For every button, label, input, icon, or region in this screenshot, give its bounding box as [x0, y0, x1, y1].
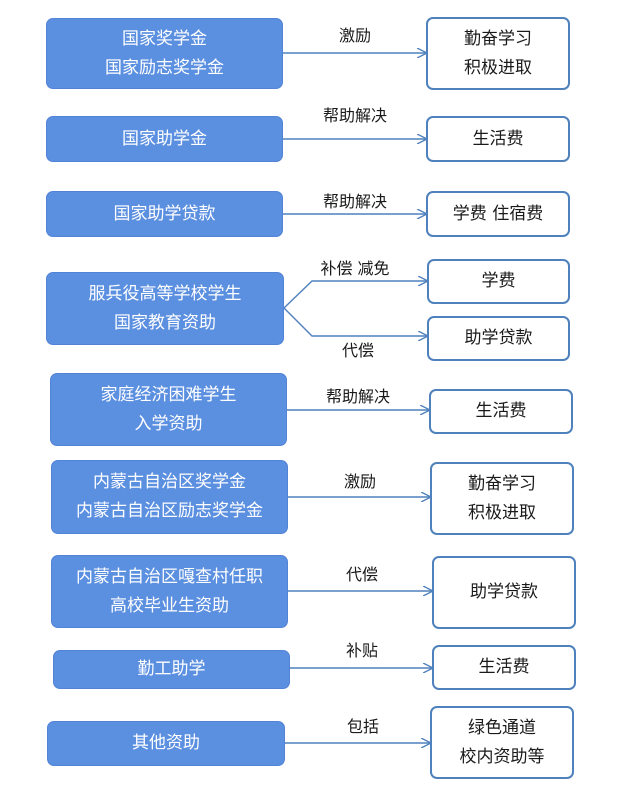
source-line: 家庭经济困难学生	[100, 384, 237, 405]
source-line: 国家助学金	[122, 128, 207, 149]
target-line: 助学贷款	[464, 328, 533, 348]
source-line: 入学资助	[134, 413, 203, 434]
target-box: 绿色通道 校内资助等	[430, 706, 574, 779]
arrow-row-4-upper	[283, 281, 427, 309]
target-line: 学费 住宿费	[452, 203, 544, 224]
source-line: 高校毕业生资助	[110, 595, 229, 616]
source-box-national-scholarship: 国家奖学金 国家励志奖学金	[46, 18, 283, 89]
source-line: 勤工助学	[137, 659, 206, 679]
arrow-label: 帮助解决	[322, 192, 388, 211]
source-box-work-study: 勤工助学	[53, 650, 290, 689]
target-box: 勤奋学习 积极进取	[430, 462, 574, 535]
source-line: 内蒙古自治区嘎查村任职	[76, 566, 263, 587]
arrow-label: 帮助解决	[322, 106, 388, 125]
target-box: 生活费	[429, 389, 573, 434]
target-line: 勤奋学习	[468, 473, 536, 494]
source-box-national-grant: 国家助学金	[46, 116, 283, 162]
target-box: 勤奋学习 积极进取	[426, 17, 570, 90]
source-line: 国家教育资助	[114, 312, 216, 333]
source-line: 其他资助	[132, 733, 200, 753]
source-box-military-service: 服兵役高等学校学生 国家教育资助	[46, 272, 284, 345]
source-box-other-aid: 其他资助	[47, 721, 285, 766]
source-line: 国家奖学金	[122, 28, 207, 49]
source-box-national-loan: 国家助学贷款	[46, 191, 283, 237]
arrow-label-upper: 补偿 减免	[320, 259, 390, 278]
source-box-enrollment-aid: 家庭经济困难学生 入学资助	[50, 373, 287, 446]
target-line: 生活费	[472, 128, 524, 149]
target-box: 学费 住宿费	[426, 191, 570, 237]
arrow-label: 激励	[343, 472, 377, 491]
target-box: 生活费	[432, 645, 576, 690]
source-line: 内蒙古自治区奖学金	[93, 472, 246, 492]
arrow-label: 帮助解决	[325, 387, 391, 406]
target-line: 积极进取	[464, 57, 532, 78]
target-line: 学费	[481, 271, 516, 291]
arrow-label-lower: 代偿	[341, 341, 375, 360]
target-line: 绿色通道	[468, 717, 536, 738]
arrow-label: 补贴	[345, 641, 379, 660]
source-line: 服兵役高等学校学生	[88, 283, 242, 304]
target-line: 生活费	[475, 401, 527, 421]
target-line: 积极进取	[468, 502, 536, 523]
arrow-label: 激励	[338, 26, 372, 45]
source-box-regional-scholarship: 内蒙古自治区奖学金 内蒙古自治区励志奖学金	[51, 460, 288, 534]
arrow-row-4-lower	[283, 307, 427, 336]
source-line: 内蒙古自治区励志奖学金	[76, 501, 263, 521]
target-box: 助学贷款	[432, 556, 576, 629]
target-box-upper: 学费	[427, 259, 570, 304]
target-line: 助学贷款	[470, 582, 538, 602]
arrow-label: 代偿	[345, 565, 379, 584]
arrow-label: 包括	[346, 717, 380, 736]
source-line: 国家助学贷款	[113, 203, 216, 224]
source-box-village-graduate-aid: 内蒙古自治区嘎查村任职 高校毕业生资助	[51, 555, 288, 628]
target-box-lower: 助学贷款	[427, 316, 570, 361]
target-box: 生活费	[426, 116, 570, 162]
target-line: 校内资助等	[459, 746, 545, 767]
source-line: 国家励志奖学金	[105, 57, 224, 78]
target-line: 生活费	[478, 657, 530, 677]
target-line: 勤奋学习	[464, 28, 532, 49]
